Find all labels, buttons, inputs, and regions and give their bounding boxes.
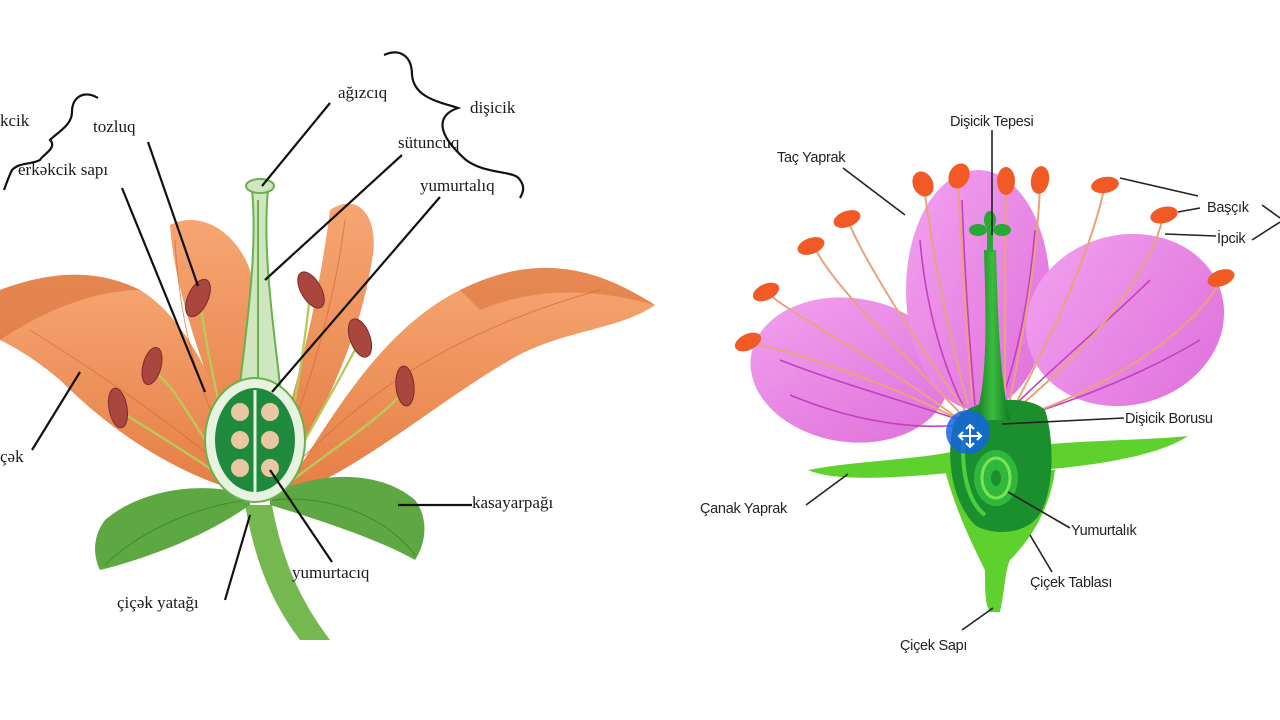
label-stamen-cut: kcik <box>0 111 30 130</box>
label-stalk: Çiçek Sapı <box>900 638 967 654</box>
leader-filament <box>120 187 207 393</box>
lily-flower-diagram: kcik tozluq erkəkcik sapı ağızcıq dişici… <box>0 51 655 640</box>
label-filament: İpcik <box>1217 229 1246 247</box>
brace-stamen <box>2 93 99 191</box>
petal-top <box>906 170 1050 410</box>
leader-stigma <box>261 102 331 187</box>
label-ovary: Yumurtalık <box>1071 523 1138 539</box>
leader-filament <box>1164 233 1217 237</box>
leader-receptacle <box>223 514 252 601</box>
sepal-left <box>95 488 250 570</box>
label-ovary: yumurtalıq <box>420 176 495 195</box>
sepal-right <box>270 476 425 560</box>
label-pistil: dişicik <box>470 98 516 117</box>
stigma-top <box>245 178 275 194</box>
move-cursor-icon <box>957 423 983 449</box>
ovules <box>231 403 279 477</box>
leader-petal <box>842 167 906 216</box>
anthers <box>734 163 1235 352</box>
leader-anther-1 <box>1119 177 1199 197</box>
label-receptacle: çiçək yatağı <box>117 593 199 612</box>
label-sepal: Çanak Yaprak <box>700 501 788 517</box>
leader-filament-2 <box>1251 221 1280 241</box>
label-anther: Başçık <box>1207 200 1250 216</box>
leader-anther-3 <box>1261 204 1280 219</box>
flower-stem <box>245 505 330 640</box>
cursor-highlight <box>946 410 990 454</box>
filaments <box>749 179 1221 421</box>
label-petal: Taç Yaprak <box>777 150 846 166</box>
petal-left <box>750 297 950 443</box>
sepal-left <box>808 450 960 478</box>
stigma-top <box>969 211 1011 252</box>
brace-pistil <box>383 51 525 199</box>
label-petal-cut: çək <box>0 447 24 466</box>
leader-style <box>1001 417 1125 425</box>
leader-petal <box>31 371 81 451</box>
leader-sepal <box>805 473 849 506</box>
leader-stalk <box>961 607 994 631</box>
label-anther: tozluq <box>93 117 136 136</box>
leader-ovule <box>269 469 333 563</box>
label-receptacle: Çiçek Tablası <box>1030 575 1112 591</box>
label-ovule: yumurtacıq <box>292 563 370 582</box>
label-stigma: Dişicik Tepesi <box>950 114 1033 130</box>
petal-left-shadow <box>0 274 140 340</box>
cross-section-flower-diagram: Dişicik Tepesi Taç Yaprak Başçık İpcik D… <box>700 114 1280 654</box>
leader-anther-2 <box>1177 207 1201 213</box>
label-style: sütuncuq <box>398 133 460 152</box>
leader-ovary <box>271 196 441 393</box>
anthers <box>107 271 415 429</box>
label-style: Dişicik Borusu <box>1125 411 1213 427</box>
petal-right-fold <box>460 267 655 310</box>
label-filament: erkəkcik sapı <box>18 160 108 179</box>
leader-receptacle <box>1029 534 1053 573</box>
ovule-ring <box>980 456 1012 500</box>
petal-right <box>285 267 655 495</box>
label-stigma: ağızcıq <box>338 83 388 102</box>
sepal-right <box>1040 436 1188 470</box>
ovule-core <box>991 470 1001 486</box>
pistil-style <box>975 250 1010 420</box>
leader-ovary <box>1007 491 1071 529</box>
leader-style <box>264 154 403 281</box>
leader-anther <box>146 141 200 287</box>
petal-left <box>0 274 245 490</box>
label-sepal: kasayarpağı <box>472 493 553 512</box>
